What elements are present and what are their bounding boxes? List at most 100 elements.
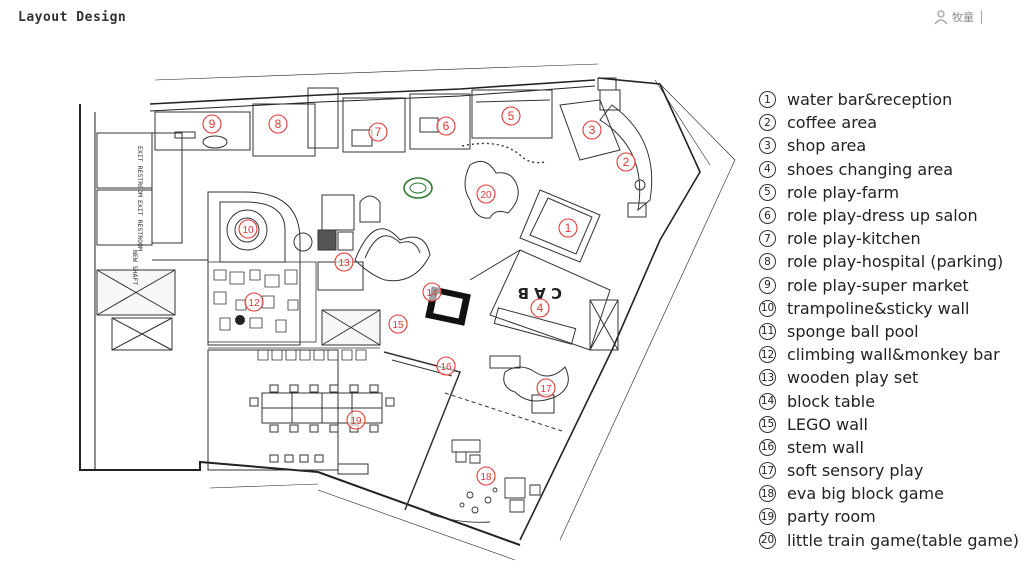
shaft-2 bbox=[111, 317, 173, 351]
legend-item: 1 water bar&reception bbox=[759, 88, 1019, 111]
legend-number: 3 bbox=[759, 137, 776, 155]
legend-text: trampoline&sticky wall bbox=[787, 298, 970, 318]
legend-number: 1 bbox=[759, 91, 776, 109]
floor-plan: EXIT RESTROOM EXIT RESTROOM NEW SHAFT bbox=[79, 63, 736, 561]
legend-text: party room bbox=[787, 507, 876, 527]
legend-number: 11 bbox=[759, 322, 776, 340]
zone-marker-label: 13 bbox=[338, 258, 350, 269]
zone-marker-15 bbox=[388, 314, 408, 334]
legend-text: wooden play set bbox=[787, 368, 919, 388]
legend-text: stem wall bbox=[787, 437, 864, 457]
zone-marker-label: 14 bbox=[426, 288, 438, 299]
outer-wall-top bbox=[149, 79, 596, 105]
legend-text: sponge ball pool bbox=[787, 321, 919, 341]
room-farm bbox=[471, 89, 553, 139]
outer-wall-right-outline bbox=[559, 83, 736, 541]
outer-wall-left bbox=[79, 104, 319, 473]
water-feature bbox=[403, 177, 433, 199]
zone-marker-label: 7 bbox=[375, 125, 382, 139]
zone-marker-label: 3 bbox=[589, 123, 596, 137]
zone-marker-19 bbox=[346, 410, 366, 430]
train-table bbox=[464, 160, 519, 219]
zone-marker-label: 18 bbox=[480, 472, 492, 483]
legend-number: 16 bbox=[759, 438, 776, 456]
zone-marker-label: 4 bbox=[537, 301, 544, 315]
legend-number: 8 bbox=[759, 253, 776, 271]
zone-marker-16 bbox=[436, 356, 456, 376]
legend-number: 5 bbox=[759, 183, 776, 201]
zone-marker-2 bbox=[616, 152, 636, 172]
new-shaft-label: NEW SHAFT bbox=[131, 250, 139, 285]
legend-item: 14 block table bbox=[759, 389, 1019, 412]
outer-wall-top-dim bbox=[154, 63, 599, 81]
stem-wall bbox=[383, 351, 462, 511]
zone-marker-label: 20 bbox=[480, 190, 492, 201]
party-room bbox=[207, 349, 339, 471]
legend-number: 12 bbox=[759, 346, 776, 364]
zone-marker-label: 15 bbox=[392, 320, 404, 331]
legend-text: little train game(table game) bbox=[787, 530, 1020, 550]
zone-marker-13 bbox=[334, 252, 354, 272]
legend-text: shoes changing area bbox=[787, 159, 954, 179]
zone-marker-label: 2 bbox=[623, 155, 630, 169]
legend-text: block table bbox=[787, 391, 876, 411]
zone-marker-label: 5 bbox=[508, 109, 515, 123]
zone-marker-label: 8 bbox=[275, 117, 282, 131]
legend-number: 18 bbox=[759, 485, 776, 503]
shaft-4 bbox=[589, 299, 619, 351]
legend-number: 9 bbox=[759, 276, 776, 294]
legend-number: 6 bbox=[759, 207, 776, 225]
outer-wall-bottom-dim bbox=[209, 483, 319, 489]
legend-text: shop area bbox=[787, 136, 867, 156]
exit-restroom-label-1: EXIT RESTROOM bbox=[136, 146, 144, 197]
zone-marker-label: 6 bbox=[443, 119, 450, 133]
legend-text: role play-hospital (parking) bbox=[787, 252, 1004, 272]
trampoline-area bbox=[207, 191, 301, 346]
zone-marker-label: 10 bbox=[242, 225, 254, 236]
room-kitchen bbox=[342, 97, 406, 153]
legend-text: water bar&reception bbox=[787, 90, 953, 110]
outer-wall-bottom bbox=[317, 471, 521, 546]
zone-marker-label: 1 bbox=[565, 221, 572, 235]
zone-marker-4 bbox=[530, 298, 550, 318]
climbing-wall bbox=[207, 261, 317, 343]
zone-marker-20 bbox=[476, 184, 496, 204]
block-letters: C A B bbox=[518, 284, 563, 302]
legend-item: 16 stem wall bbox=[759, 436, 1019, 459]
eva-block-area bbox=[451, 439, 481, 464]
legend-number: 10 bbox=[759, 299, 776, 317]
legend-item: 8 role play-hospital (parking) bbox=[759, 250, 1019, 273]
zone-marker-17 bbox=[536, 378, 556, 398]
zone-marker-7 bbox=[368, 122, 388, 142]
zone-marker-6 bbox=[436, 116, 456, 136]
legend-item: 11 sponge ball pool bbox=[759, 320, 1019, 343]
outer-wall-right-long bbox=[519, 349, 613, 541]
room-salon bbox=[409, 93, 471, 150]
room-super-market bbox=[154, 111, 251, 151]
legend-text: soft sensory play bbox=[787, 461, 924, 481]
reception-counter bbox=[519, 189, 601, 263]
legend-text: role play-dress up salon bbox=[787, 206, 978, 226]
zone-marker-9 bbox=[202, 114, 222, 134]
zone-marker-8 bbox=[268, 114, 288, 134]
legend-number: 19 bbox=[759, 508, 776, 526]
brand-logo-icon bbox=[934, 10, 948, 25]
legend-item: 19 party room bbox=[759, 505, 1019, 528]
coffee-bar bbox=[599, 104, 653, 212]
legend-number: 14 bbox=[759, 392, 776, 410]
zone-marker-label: 16 bbox=[440, 362, 452, 373]
corridor-left bbox=[151, 132, 183, 244]
zone-marker-3 bbox=[582, 120, 602, 140]
zone-marker-1 bbox=[558, 218, 578, 238]
